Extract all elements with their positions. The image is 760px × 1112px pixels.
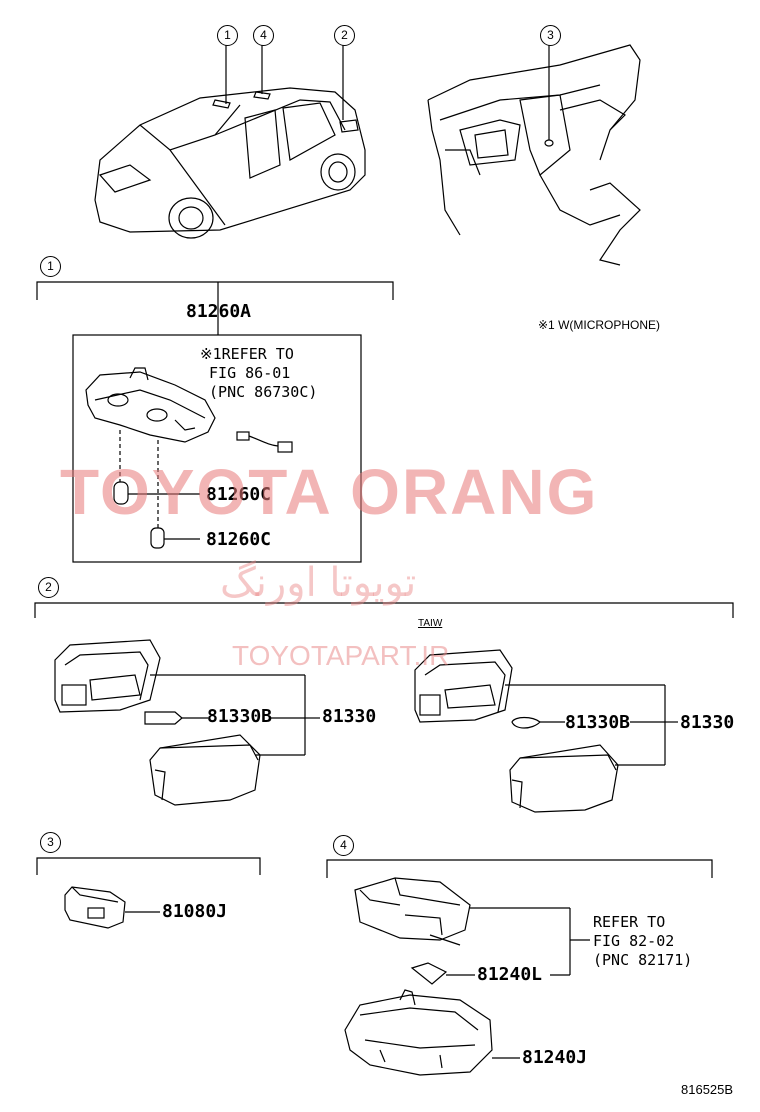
dashboard-illustration [427,44,641,266]
section-3-bracket [36,857,261,875]
switch-module [354,877,471,946]
callout-3[interactable]: 3 [540,25,561,46]
microphone-connector [236,431,293,453]
dome-lamp-assy [344,989,493,1076]
legend-note: ※1 W(MICROPHONE) [538,318,661,332]
microphone-part [64,886,126,929]
watermark-persian: تویوتا اورنگ [220,560,417,606]
bulb-81240l [410,962,448,985]
part-81240l[interactable]: 81240L [477,964,543,985]
part-81330b-right[interactable]: 81330B [565,712,631,733]
part-81080j[interactable]: 81080J [162,901,228,922]
map-lamp-right [414,649,619,813]
section-2-callout[interactable]: 2 [38,577,59,598]
bulb-81260c-upper [113,481,200,505]
section-1-bracket [36,281,394,300]
part-81260c-lower[interactable]: 81260C [206,529,272,550]
watermark-site: TOYOTAPART.IR [232,640,450,671]
region-tag: TAIW [418,618,443,629]
dome-lamp-housing [85,367,216,443]
refer-note-82-02: REFER TO FIG 82-02 (PNC 82171) [593,913,693,969]
watermark-main: TOYOTA ORANG [60,456,599,528]
part-81330b-left[interactable]: 81330B [207,706,273,727]
part-81330-left[interactable]: 81330 [322,706,377,727]
section-4-bracket [326,859,713,878]
section-3-callout[interactable]: 3 [40,832,61,853]
bulb-81260c-lower [150,527,200,549]
part-81240j[interactable]: 81240J [522,1047,588,1068]
section-1-callout[interactable]: 1 [40,256,61,277]
section-1-box [72,334,362,563]
part-81260a[interactable]: 81260A [186,301,252,322]
figure-id: 816525B [681,1082,734,1097]
callout-4[interactable]: 4 [253,25,274,46]
callout-2[interactable]: 2 [334,25,355,46]
map-lamp-left [54,639,261,806]
car-exterior-illustration [94,87,366,239]
section-4-callout[interactable]: 4 [333,835,354,856]
section-2-bracket [34,602,734,618]
part-81330-right[interactable]: 81330 [680,712,735,733]
callout-1[interactable]: 1 [217,25,238,46]
refer-note-86-01: ※1REFER TO FIG 86-01 (PNC 86730C) [200,345,318,401]
part-81260c-upper[interactable]: 81260C [206,484,272,505]
